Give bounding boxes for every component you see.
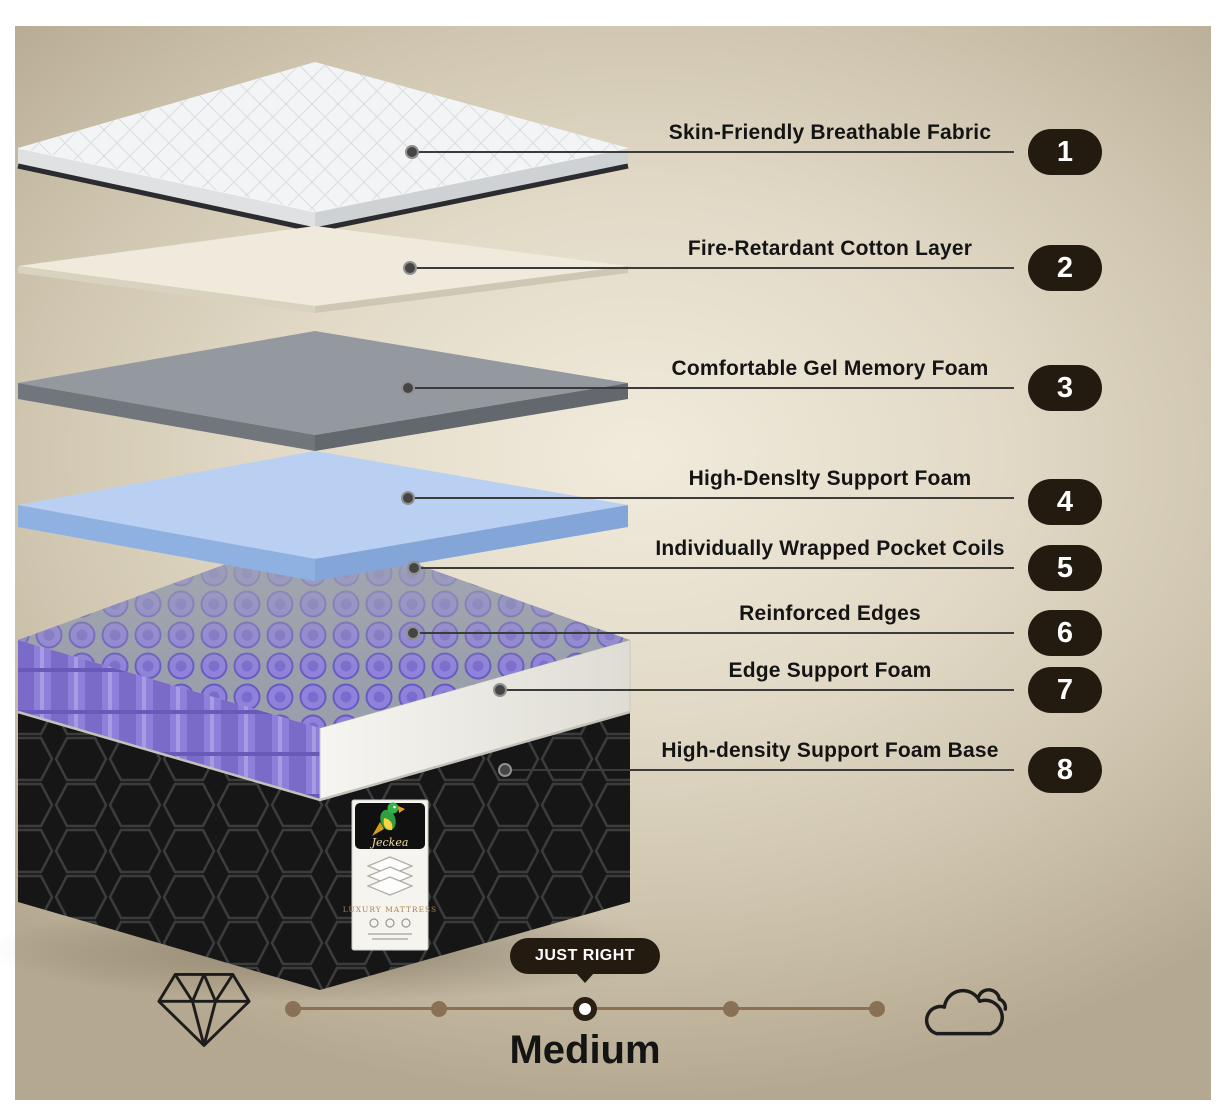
certification-icons <box>368 918 412 940</box>
callout-line-7 <box>500 689 1014 691</box>
layers-pictogram <box>366 856 414 896</box>
firmness-value: Medium <box>509 1028 661 1072</box>
firmness-dot-4 <box>723 1001 739 1017</box>
support-foam-layer <box>18 451 628 581</box>
cotton-layer <box>18 226 628 313</box>
layer-label-1: Skin-Friendly Breathable Fabric <box>668 121 992 144</box>
callout-dot-1 <box>405 145 419 159</box>
callout-dot-5 <box>407 561 421 575</box>
fabric-layer <box>17 62 629 233</box>
callout-line-3 <box>408 387 1014 389</box>
just-right-badge-pointer <box>576 973 594 983</box>
firmness-dot-5 <box>869 1001 885 1017</box>
callout-line-2 <box>410 267 1014 269</box>
firmness-dot-selected <box>573 997 597 1021</box>
callout-number-badge-3: 3 <box>1028 365 1102 411</box>
gel-foam-layer <box>18 331 628 451</box>
pocket-coils-top-fade <box>18 530 630 728</box>
callout-number-badge-2: 2 <box>1028 245 1102 291</box>
bird-logo <box>372 802 405 836</box>
brand-name: Jeckea <box>370 836 409 849</box>
mattress-illustration: Jeckea LUXURY MATTRESS <box>0 62 660 1000</box>
callout-dot-4 <box>401 491 415 505</box>
callout-dot-2 <box>403 261 417 275</box>
callout-number-badge-7: 7 <box>1028 667 1102 713</box>
cloud-icon <box>924 988 1008 1036</box>
layer-label-2: Fire-Retardant Cotton Layer <box>687 237 973 260</box>
just-right-badge: JUST RIGHT <box>510 938 660 974</box>
base-piping <box>17 710 631 802</box>
base-layer <box>18 712 320 990</box>
callout-line-8 <box>505 769 1014 771</box>
layer-label-8: High-density Support Foam Base <box>661 739 999 762</box>
callout-number-badge-5: 5 <box>1028 545 1102 591</box>
callout-dot-8 <box>498 763 512 777</box>
brand-product: LUXURY MATTRESS <box>343 905 437 914</box>
pocket-coils-front <box>18 640 320 800</box>
callout-dot-7 <box>493 683 507 697</box>
callout-dot-6 <box>406 626 420 640</box>
callout-line-4 <box>408 497 1014 499</box>
callout-number-badge-6: 6 <box>1028 610 1102 656</box>
firmness-dot-1 <box>285 1001 301 1017</box>
callout-line-5 <box>414 567 1014 569</box>
pocket-coils-and-base: Jeckea LUXURY MATTRESS <box>17 530 631 990</box>
callout-number-badge-1: 1 <box>1028 129 1102 175</box>
layer-label-5: Individually Wrapped Pocket Coils <box>655 537 1005 560</box>
callout-line-1 <box>412 151 1014 153</box>
layer-label-4: High-Denslty Support Foam <box>688 467 972 490</box>
layer-label-6: Reinforced Edges <box>739 602 921 625</box>
layer-label-7: Edge Support Foam <box>728 659 932 682</box>
firmness-dot-2 <box>431 1001 447 1017</box>
callout-number-badge-4: 4 <box>1028 479 1102 525</box>
callout-number-badge-8: 8 <box>1028 747 1102 793</box>
diamond-icon <box>157 973 251 1047</box>
layer-label-3: Comfortable Gel Memory Foam <box>671 357 989 380</box>
brand-label: Jeckea LUXURY MATTRESS <box>343 799 437 951</box>
callout-line-6 <box>413 632 1014 634</box>
callout-dot-3 <box>401 381 415 395</box>
